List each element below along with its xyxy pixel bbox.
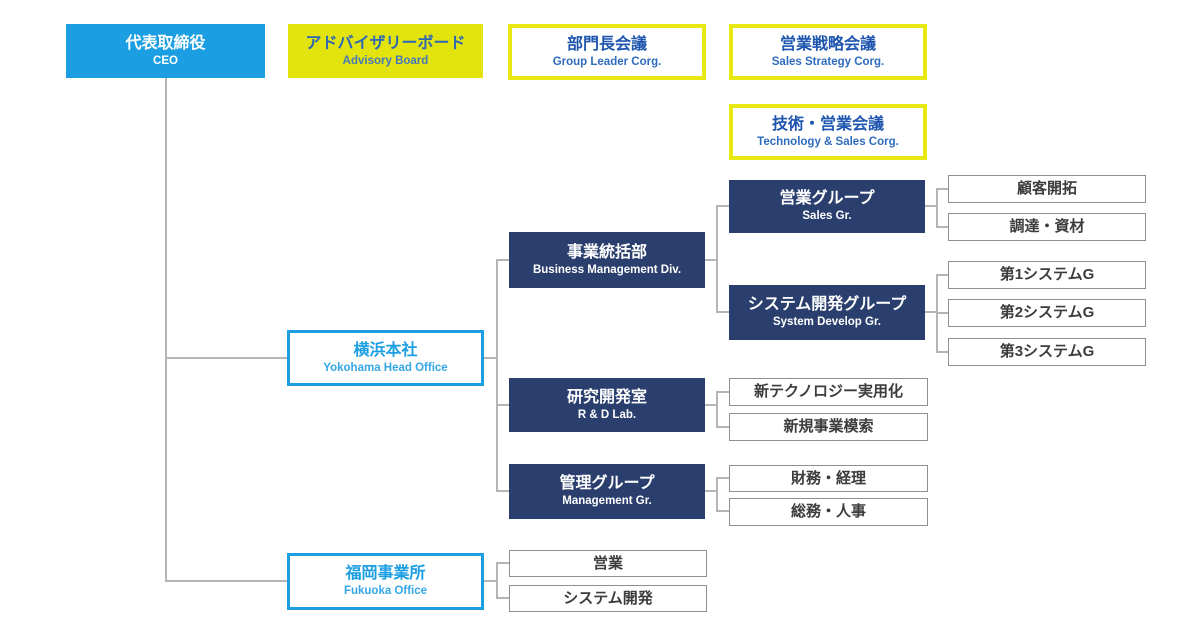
node-fukuoka-sales: 営業 <box>509 550 707 577</box>
connector-line <box>705 259 716 261</box>
node-business-mgmt-label-en: Business Management Div. <box>532 263 682 276</box>
node-rnd-lab-label-en: R & D Lab. <box>577 408 637 421</box>
node-new-tech-label: 新テクノロジー実用化 <box>753 383 904 400</box>
connector-line <box>936 188 938 228</box>
node-system1-label: 第1システムG <box>999 266 1095 283</box>
connector-line <box>936 274 948 276</box>
node-customer-dev-label: 顧客開拓 <box>1016 180 1077 197</box>
node-sales-group: 営業グループ Sales Gr. <box>729 180 925 233</box>
node-system-dev-label-en: System Develop Gr. <box>772 316 882 329</box>
node-general-affairs-label: 総務・人事 <box>790 503 866 520</box>
connector-line <box>484 357 496 359</box>
node-sales-strategy-meeting-label-en: Sales Strategy Corg. <box>771 55 885 68</box>
connector-line <box>716 391 729 393</box>
connector-line <box>705 490 716 492</box>
node-new-technology: 新テクノロジー実用化 <box>729 378 928 406</box>
node-advisory-label-en: Advisory Board <box>342 54 429 67</box>
node-yokohama-head-office: 横浜本社 Yokohama Head Office <box>287 330 484 386</box>
node-fukuoka-sales-label: 営業 <box>592 554 623 572</box>
connector-line <box>936 351 948 353</box>
node-fukuoka-label-en: Fukuoka Office <box>343 585 428 598</box>
node-system2-label: 第2システムG <box>999 304 1095 321</box>
node-fukuoka-office: 福岡事業所 Fukuoka Office <box>287 553 484 610</box>
connector-line <box>496 597 509 599</box>
node-tech-sales-meeting: 技術・営業会議 Technology & Sales Corg. <box>729 104 927 160</box>
node-group-leader-meeting-label-ja: 部門長会議 <box>566 35 647 53</box>
connector-line <box>165 78 167 582</box>
connector-line <box>484 580 496 582</box>
connector-line <box>496 259 509 261</box>
node-new-business-label: 新規事業模索 <box>783 418 874 435</box>
node-management-group-label-en: Management Gr. <box>562 495 652 508</box>
node-system3-label: 第3システムG <box>999 343 1095 360</box>
node-customer-development: 顧客開拓 <box>948 175 1146 203</box>
node-advisory-board: アドバイザリーボード Advisory Board <box>288 24 483 78</box>
node-management-group: 管理グループ Management Gr. <box>509 464 705 519</box>
node-tech-sales-meeting-label-en: Technology & Sales Corg. <box>757 135 899 148</box>
node-system2-group: 第2システムG <box>948 299 1146 327</box>
node-finance-label: 財務・経理 <box>790 469 866 487</box>
node-yokohama-label-ja: 横浜本社 <box>353 341 418 359</box>
connector-line <box>716 477 718 512</box>
node-system-develop-group: システム開発グループ System Develop Gr. <box>729 285 925 340</box>
connector-line <box>936 188 948 190</box>
node-yokohama-label-en: Yokohama Head Office <box>323 361 448 374</box>
node-new-business: 新規事業模索 <box>729 413 928 441</box>
connector-line <box>496 260 498 492</box>
connector-line <box>716 477 729 479</box>
node-group-leader-meeting: 部門長会議 Group Leader Corg. <box>508 24 706 80</box>
connector-line <box>925 205 936 207</box>
connector-line <box>496 404 509 406</box>
node-general-affairs-hr: 総務・人事 <box>729 498 928 526</box>
connector-line <box>716 426 729 428</box>
connector-line <box>716 311 729 313</box>
node-rnd-lab-label-ja: 研究開発室 <box>566 388 647 406</box>
connector-line <box>166 357 287 359</box>
node-procurement-materials: 調達・資材 <box>948 213 1146 241</box>
connector-line <box>925 311 936 313</box>
node-tech-sales-meeting-label-ja: 技術・営業会議 <box>771 115 884 133</box>
node-fukuoka-label-ja: 福岡事業所 <box>345 565 426 582</box>
connector-line <box>496 562 509 564</box>
node-ceo-label-ja: 代表取締役 <box>125 34 206 52</box>
node-advisory-label-ja: アドバイザリーボード <box>305 34 466 52</box>
node-fukuoka-system-dev: システム開発 <box>509 585 707 612</box>
node-finance-accounting: 財務・経理 <box>729 465 928 492</box>
connector-line <box>716 391 718 428</box>
node-sales-group-label-en: Sales Gr. <box>802 210 852 223</box>
connector-line <box>166 580 287 582</box>
node-business-management-div: 事業統括部 Business Management Div. <box>509 232 705 288</box>
node-sales-group-label-ja: 営業グループ <box>779 190 875 207</box>
node-management-group-label-ja: 管理グループ <box>559 475 655 492</box>
node-rnd-lab: 研究開発室 R & D Lab. <box>509 378 705 432</box>
node-ceo: 代表取締役 CEO <box>66 24 265 78</box>
connector-line <box>716 205 729 207</box>
connector-line <box>705 404 716 406</box>
node-business-mgmt-label-ja: 事業統括部 <box>566 243 647 261</box>
node-fukuoka-sysdev-label: システム開発 <box>563 589 653 607</box>
connector-line <box>716 510 729 512</box>
node-sales-strategy-meeting-label-ja: 営業戦略会議 <box>779 35 876 53</box>
connector-line <box>936 312 948 314</box>
connector-line <box>936 226 948 228</box>
node-sales-strategy-meeting: 営業戦略会議 Sales Strategy Corg. <box>729 24 927 80</box>
node-system3-group: 第3システムG <box>948 338 1146 366</box>
node-procurement-label: 調達・資材 <box>1009 218 1085 235</box>
node-system-dev-label-ja: システム開発グループ <box>747 296 907 313</box>
connector-line <box>716 205 718 313</box>
node-group-leader-meeting-label-en: Group Leader Corg. <box>552 55 662 68</box>
node-system1-group: 第1システムG <box>948 261 1146 289</box>
node-ceo-label-en: CEO <box>153 54 178 67</box>
connector-line <box>496 490 509 492</box>
connector-line <box>496 562 498 599</box>
